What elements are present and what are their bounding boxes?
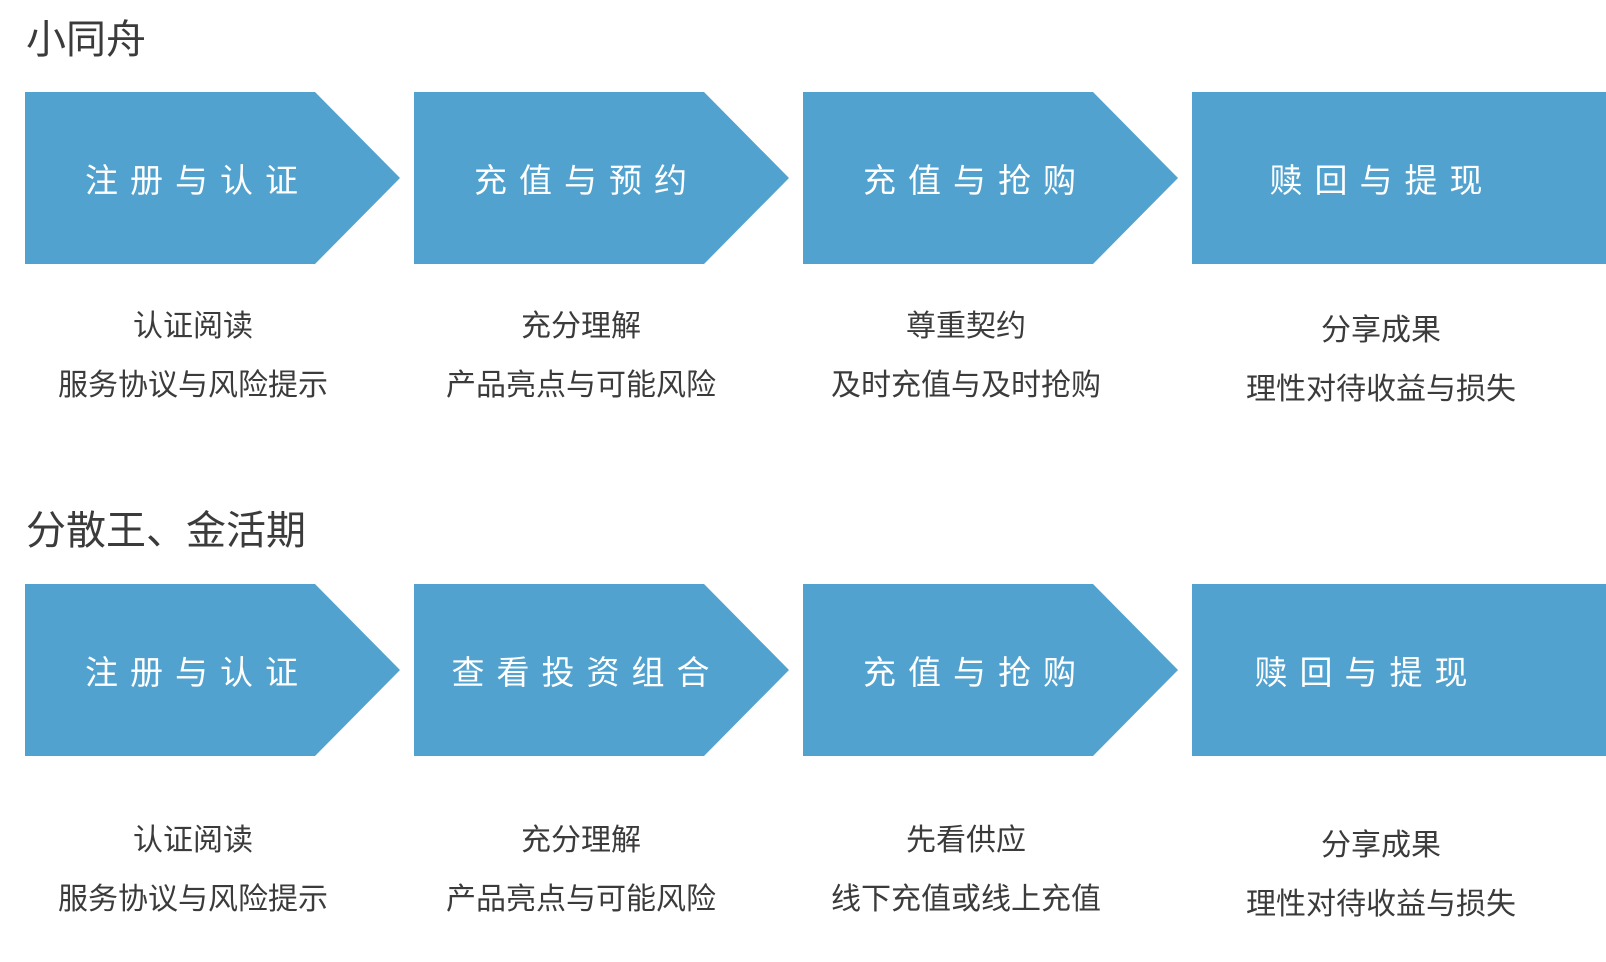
step-label: 查看投资组合 bbox=[451, 653, 722, 692]
desc-title: 充分理解 bbox=[521, 823, 641, 858]
step-view-portfolio: 查看投资组合 bbox=[414, 584, 789, 756]
section-title-xiaotongzhou: 小同舟 bbox=[26, 17, 146, 63]
step-description: 分享成果 理性对待收益与损失 bbox=[1211, 831, 1551, 920]
step-description: 充分理解 产品亮点与可能风险 bbox=[411, 826, 751, 915]
desc-title: 认证阅读 bbox=[133, 823, 253, 858]
desc-text: 产品亮点与可能风险 bbox=[446, 882, 716, 917]
step-description: 尊重契约 及时充值与及时抢购 bbox=[796, 312, 1136, 401]
step-redeem-withdraw: 赎回与提现 bbox=[1192, 92, 1606, 264]
desc-title: 认证阅读 bbox=[133, 309, 253, 344]
chevron-arrow-shape bbox=[25, 584, 400, 756]
desc-text: 及时充值与及时抢购 bbox=[831, 368, 1101, 403]
desc-text: 线下充值或线上充值 bbox=[831, 882, 1101, 917]
step-register-verify: 注册与认证 bbox=[25, 584, 400, 756]
step-label: 赎回与提现 bbox=[1254, 653, 1480, 692]
step-label: 注册与认证 bbox=[85, 653, 310, 692]
step-description: 先看供应 线下充值或线上充值 bbox=[796, 826, 1136, 915]
desc-text: 产品亮点与可能风险 bbox=[446, 368, 716, 403]
step-description: 认证阅读 服务协议与风险提示 bbox=[23, 312, 363, 401]
chevron-arrow-shape bbox=[414, 92, 789, 264]
desc-text: 理性对待收益与损失 bbox=[1246, 372, 1516, 407]
chevron-arrow-shape bbox=[25, 92, 400, 264]
step-label: 注册与认证 bbox=[85, 161, 310, 200]
desc-text: 服务协议与风险提示 bbox=[58, 882, 328, 917]
desc-title: 充分理解 bbox=[521, 309, 641, 344]
step-register-verify: 注册与认证 bbox=[25, 92, 400, 264]
step-recharge-purchase: 充值与抢购 bbox=[803, 584, 1178, 756]
rectangle-shape bbox=[1192, 584, 1606, 756]
step-recharge-purchase: 充值与抢购 bbox=[803, 92, 1178, 264]
step-label: 充值与抢购 bbox=[863, 653, 1088, 692]
step-description: 分享成果 理性对待收益与损失 bbox=[1211, 316, 1551, 405]
step-description: 认证阅读 服务协议与风险提示 bbox=[23, 826, 363, 915]
step-label: 赎回与提现 bbox=[1269, 161, 1495, 200]
step-label: 充值与预约 bbox=[474, 161, 699, 200]
step-redeem-withdraw: 赎回与提现 bbox=[1192, 584, 1606, 756]
desc-text: 服务协议与风险提示 bbox=[58, 368, 328, 403]
chevron-arrow-shape bbox=[414, 584, 789, 756]
desc-title: 尊重契约 bbox=[906, 309, 1026, 344]
step-recharge-reserve: 充值与预约 bbox=[414, 92, 789, 264]
desc-title: 先看供应 bbox=[906, 823, 1026, 858]
desc-text: 理性对待收益与损失 bbox=[1246, 887, 1516, 922]
chevron-arrow-shape bbox=[803, 584, 1178, 756]
section-title-fensanwang-jinhuoqi: 分散王、金活期 bbox=[26, 508, 306, 554]
step-label: 充值与抢购 bbox=[863, 161, 1088, 200]
step-description: 充分理解 产品亮点与可能风险 bbox=[411, 312, 751, 401]
desc-title: 分享成果 bbox=[1321, 313, 1441, 348]
chevron-arrow-shape bbox=[803, 92, 1178, 264]
rectangle-shape bbox=[1192, 92, 1606, 264]
desc-title: 分享成果 bbox=[1321, 828, 1441, 863]
